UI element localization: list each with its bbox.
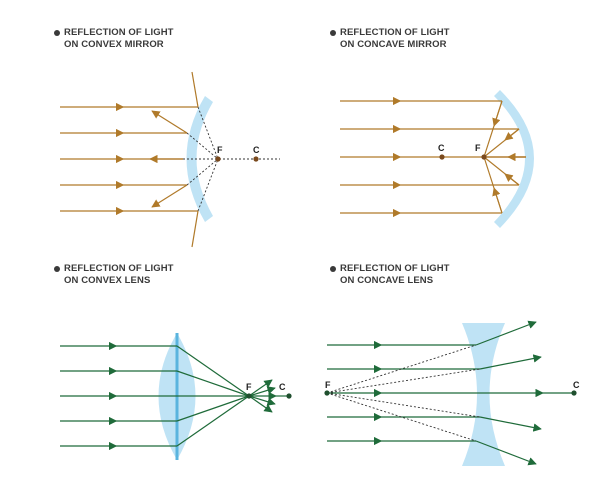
focus-point xyxy=(215,156,220,161)
focus-point xyxy=(324,390,329,395)
focus-point xyxy=(481,154,486,159)
center-label: C xyxy=(438,143,445,153)
focus-label: F xyxy=(217,145,223,155)
incident-rays xyxy=(60,346,177,446)
concave-lens-panel: F C xyxy=(324,322,580,466)
center-point xyxy=(571,390,576,395)
convex-lens-panel: F C xyxy=(60,333,292,460)
incident-rays xyxy=(327,345,482,441)
center-point xyxy=(439,154,444,159)
center-label: C xyxy=(253,145,260,155)
refracted-rays xyxy=(177,346,289,446)
focus-point xyxy=(246,393,251,398)
center-point xyxy=(253,156,258,161)
center-point xyxy=(286,393,291,398)
convex-mirror-panel: F C xyxy=(60,72,280,247)
focus-label: F xyxy=(246,382,252,392)
center-label: C xyxy=(573,380,580,390)
focus-label: F xyxy=(475,143,481,153)
concave-mirror-panel: C F xyxy=(340,90,534,228)
center-label: C xyxy=(279,382,286,392)
focus-label: F xyxy=(325,380,331,390)
